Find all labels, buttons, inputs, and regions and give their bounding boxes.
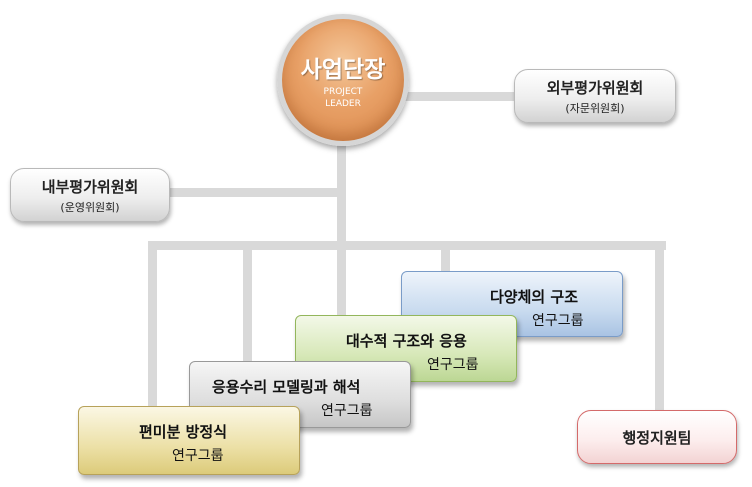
- connector-to-admin: [655, 241, 664, 413]
- external-committee-node: 외부평가위원회 (자문위원회): [514, 69, 676, 123]
- admin-support-team-title: 행정지원팀: [622, 428, 692, 447]
- external-committee-title: 외부평가위원회: [546, 78, 644, 97]
- group-pde: 편미분 방정식 연구그룹: [78, 406, 300, 475]
- group-algebraic-structure-subtitle: 연구그룹: [427, 357, 479, 373]
- leader-subtitle-line2: LEADER: [325, 99, 361, 109]
- connector-to-structure: [441, 241, 450, 275]
- connector-horizontal-bus: [148, 241, 666, 250]
- leader-title: 사업단장: [300, 57, 386, 83]
- connector-to-external: [405, 92, 517, 101]
- internal-committee-title: 내부평가위원회: [41, 177, 139, 196]
- external-committee-subtitle: (자문위원회): [565, 101, 625, 115]
- project-leader-node: 사업단장 PROJECT LEADER: [277, 14, 409, 146]
- connector-to-modeling: [243, 241, 252, 366]
- group-manifold-structure-subtitle: 연구그룹: [532, 313, 584, 329]
- group-applied-modeling-subtitle: 연구그룹: [321, 403, 373, 419]
- leader-subtitle-line1: PROJECT: [323, 87, 363, 97]
- internal-committee-node: 내부평가위원회 (운영위원회): [10, 168, 170, 222]
- internal-committee-subtitle: (운영위원회): [60, 200, 120, 214]
- group-manifold-structure-title: 다양체의 구조: [490, 288, 579, 306]
- connector-vertical-main: [337, 140, 346, 320]
- group-applied-modeling-title: 응용수리 모델링과 해석: [212, 378, 361, 396]
- group-pde-title: 편미분 방정식: [139, 423, 228, 441]
- connector-to-pde: [148, 241, 157, 411]
- group-pde-subtitle: 연구그룹: [172, 448, 224, 464]
- connector-to-internal: [170, 188, 342, 197]
- leader-subtitle: PROJECT LEADER: [324, 86, 363, 110]
- group-algebraic-structure-title: 대수적 구조와 응용: [346, 332, 467, 350]
- admin-support-team-node: 행정지원팀: [577, 410, 737, 464]
